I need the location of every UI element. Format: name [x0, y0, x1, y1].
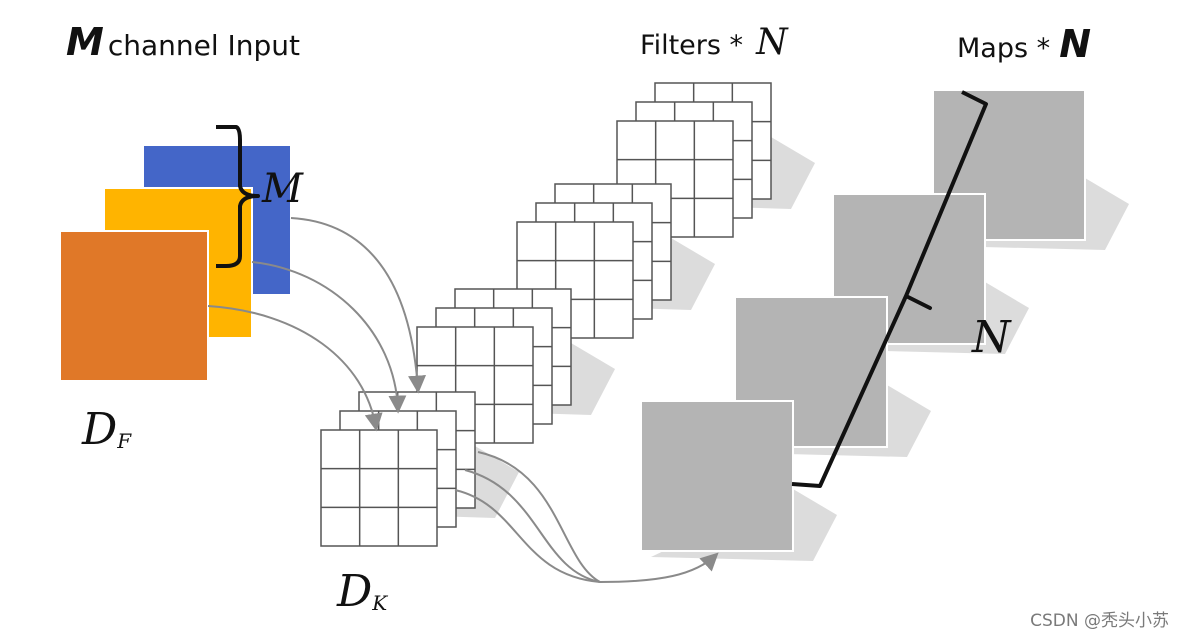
input-channels	[59, 144, 292, 382]
dk-label-sub: K	[372, 591, 388, 616]
filter-stacks	[320, 82, 772, 547]
output-arrow-head	[599, 552, 719, 583]
maps-title: Maps * N	[957, 22, 1091, 66]
m-brace	[216, 125, 260, 268]
df-label: DF	[82, 404, 131, 455]
filters-title-symbol: N	[756, 22, 788, 63]
braces	[216, 90, 988, 488]
output-arrow-1	[477, 451, 601, 583]
output-map-4	[640, 400, 794, 552]
output-arrow-3	[454, 489, 601, 583]
maps-title-symbol: N	[1059, 22, 1092, 66]
input-title-text: channel Input	[107, 29, 301, 62]
connection-arrows	[207, 217, 719, 583]
dk-label: DK	[337, 566, 387, 617]
input-arrow-1	[290, 217, 427, 394]
m-brace-label: M	[262, 166, 303, 212]
df-label-main: D	[82, 404, 118, 455]
n-brace	[791, 90, 988, 488]
filter-4-layer-1	[320, 429, 438, 547]
dk-label-main: D	[337, 566, 373, 617]
df-label-sub: F	[117, 429, 132, 454]
filters-title: Filters * N	[640, 22, 788, 63]
filters-title-text: Filters *	[640, 30, 744, 61]
output-arrow-2	[464, 469, 601, 583]
n-brace-label: N	[972, 312, 1011, 363]
input-arrow-3	[207, 305, 383, 432]
input-arrow-2	[251, 261, 407, 414]
input-channel-orange	[59, 230, 209, 382]
input-title-symbol: M	[66, 20, 104, 64]
watermark: CSDN @秃头小苏	[1030, 611, 1169, 631]
maps-title-text: Maps *	[957, 33, 1051, 64]
output-maps	[640, 89, 1086, 552]
